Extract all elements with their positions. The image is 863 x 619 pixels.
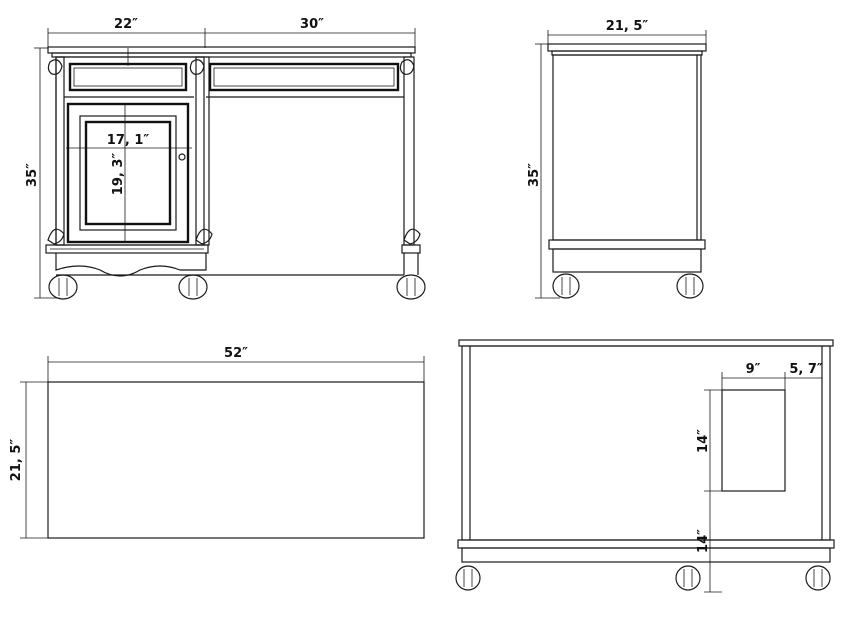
door-height-label: 19, 3″ (111, 153, 126, 196)
front-height-label: 35″ (25, 163, 40, 187)
back-view: 9″ 5, 7″ 14″ 14″ (455, 339, 835, 593)
front-view: 22″ 30″ 35″ 17, 1″ 19, 3″ (25, 17, 426, 300)
front-width-left-label: 22″ (114, 17, 138, 32)
side-depth-label: 21, 5″ (606, 19, 649, 34)
side-height-label: 35″ (527, 163, 542, 187)
top-width-label: 52″ (224, 346, 248, 361)
cutout-width-label: 9″ (746, 362, 761, 377)
side-view: 21, 5″ 35″ (527, 19, 707, 299)
front-width-right-label: 30″ (300, 17, 324, 32)
top-depth-label: 21, 5″ (9, 439, 24, 482)
cutout-height-label: 14″ (696, 429, 711, 453)
top-view: 52″ 21, 5″ (9, 346, 425, 539)
cutout-offset-label: 5, 7″ (789, 362, 823, 377)
door-width-label: 17, 1″ (107, 133, 150, 148)
cutout-floor-label: 14″ (696, 529, 711, 553)
